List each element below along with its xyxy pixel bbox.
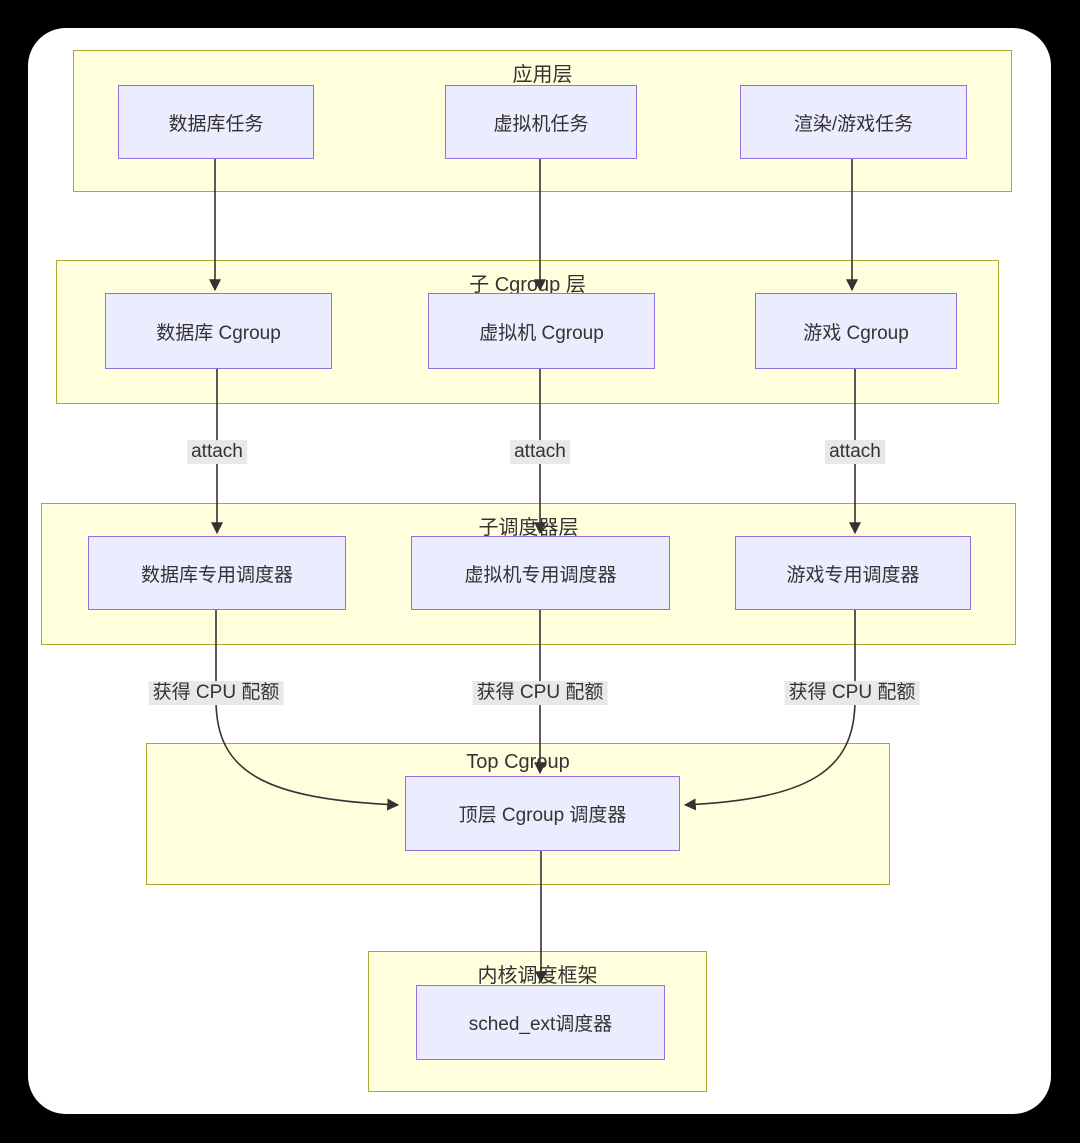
node-database-task: 数据库任务 <box>118 85 314 159</box>
edge-label-cpu-quota-vm: 获得 CPU 配额 <box>472 681 608 705</box>
cluster-title-kernel-scheduling-framework: 内核调度框架 <box>477 965 598 987</box>
edge-label-attach-vm: attach <box>510 440 570 464</box>
edge-label-cpu-quota-game: 获得 CPU 配额 <box>784 681 920 705</box>
edge-label-attach-db: attach <box>187 440 247 464</box>
cluster-title-application-layer: 应用层 <box>512 64 573 86</box>
edge-label-attach-game: attach <box>825 440 885 464</box>
node-database-cgroup: 数据库 Cgroup <box>105 293 332 369</box>
cluster-title-child-scheduler-layer: 子调度器层 <box>478 517 579 539</box>
cluster-title-child-cgroup-layer: 子 Cgroup 层 <box>469 274 586 296</box>
node-top-cgroup-scheduler: 顶层 Cgroup 调度器 <box>405 776 680 851</box>
node-vm-scheduler: 虚拟机专用调度器 <box>411 536 670 610</box>
node-vm-cgroup: 虚拟机 Cgroup <box>428 293 655 369</box>
cluster-title-top-cgroup: Top Cgroup <box>466 751 570 773</box>
node-game-scheduler: 游戏专用调度器 <box>735 536 971 610</box>
node-vm-task: 虚拟机任务 <box>445 85 637 159</box>
edge-label-cpu-quota-db: 获得 CPU 配额 <box>148 681 284 705</box>
node-sched-ext-scheduler: sched_ext调度器 <box>416 985 665 1060</box>
node-database-scheduler: 数据库专用调度器 <box>88 536 346 610</box>
node-game-cgroup: 游戏 Cgroup <box>755 293 957 369</box>
node-render-game-task: 渲染/游戏任务 <box>740 85 967 159</box>
